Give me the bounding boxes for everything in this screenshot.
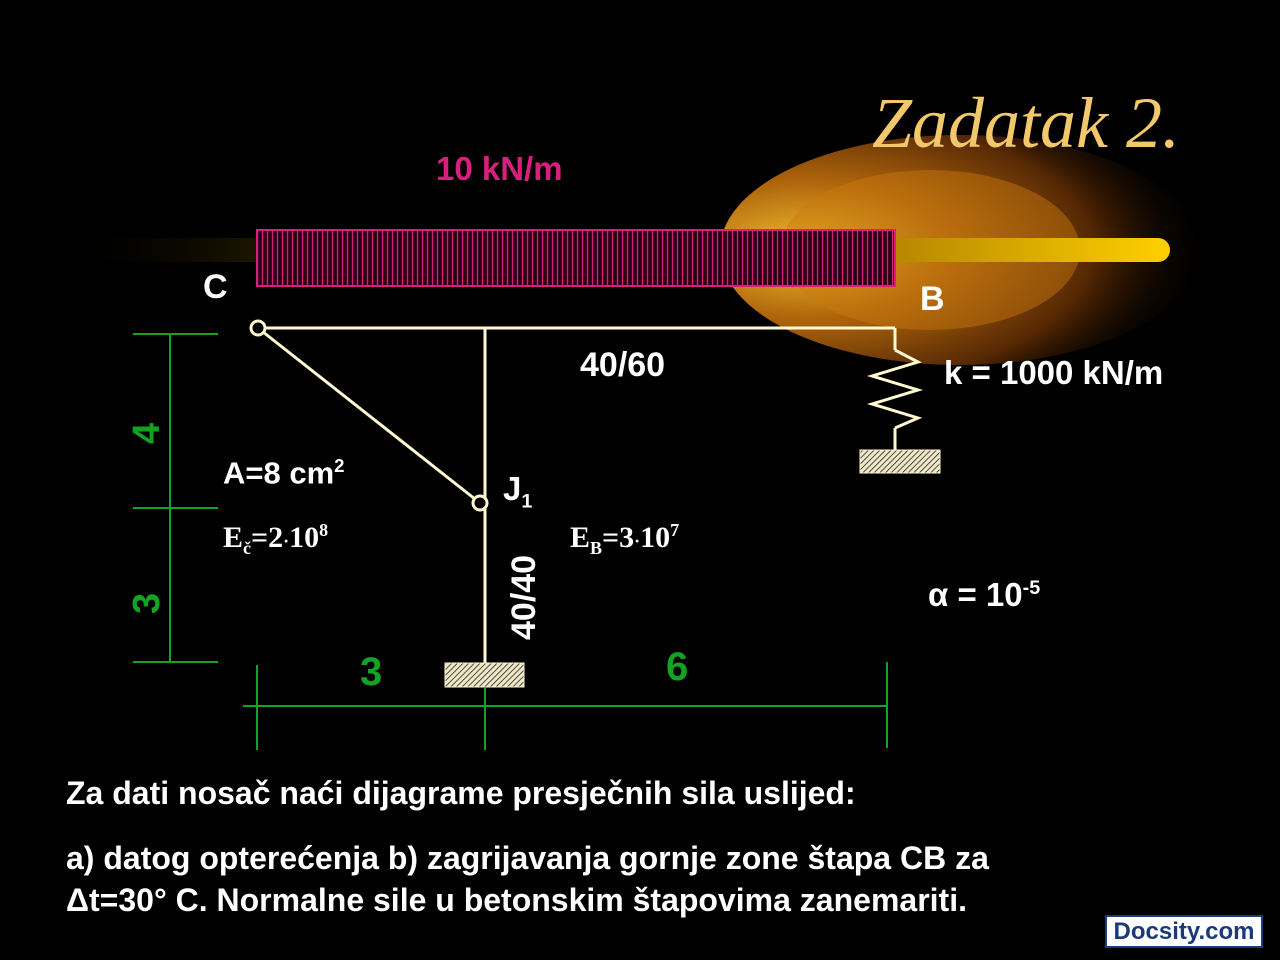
task-text-line3: Δt=30° C. Normalne sile u betonskim štap… <box>66 882 967 918</box>
spring-support <box>866 328 924 450</box>
load-label: 10 kN/m <box>436 150 563 187</box>
node-j-label: J1 <box>503 470 533 513</box>
node-j-subscript: 1 <box>521 490 533 513</box>
dimension-vertical-lower: 3 <box>126 592 168 614</box>
thermal-coefficient-label: α = 10-5 <box>928 576 1041 613</box>
vertical-dimension <box>133 333 218 663</box>
spring-stiffness-label: k = 1000 kN/m <box>944 354 1164 391</box>
hinge-c <box>249 319 267 337</box>
node-b-label: B <box>920 280 945 318</box>
docsity-watermark[interactable]: Docsity.com <box>1105 915 1263 948</box>
cable-modulus-label: Eč=2·108 <box>223 520 329 558</box>
dimension-horizontal-left: 3 <box>360 650 383 694</box>
beam-section-label: 40/60 <box>580 346 666 384</box>
cable-area-label: A=8 cm2 <box>223 455 345 491</box>
column-fixed-support <box>444 662 525 688</box>
horizontal-dimension <box>243 662 888 750</box>
dimension-horizontal-right: 6 <box>666 645 689 689</box>
hinge-j <box>471 494 489 512</box>
concrete-modulus-label: EB=3·107 <box>570 520 680 558</box>
node-c-label: C <box>203 268 228 306</box>
task-text-line1: Za dati nosač naći dijagrame presječnih … <box>66 775 856 811</box>
task-text-line2: a) datog opterećenja b) zagrijavanja gor… <box>66 840 989 876</box>
spring-ground <box>859 449 941 474</box>
cable-strut <box>257 326 481 505</box>
slide-title: Zadatak 2. <box>872 83 1181 163</box>
distributed-load <box>256 229 896 287</box>
dimension-vertical-upper: 4 <box>126 422 168 444</box>
column-section-label: 40/40 <box>505 554 543 640</box>
